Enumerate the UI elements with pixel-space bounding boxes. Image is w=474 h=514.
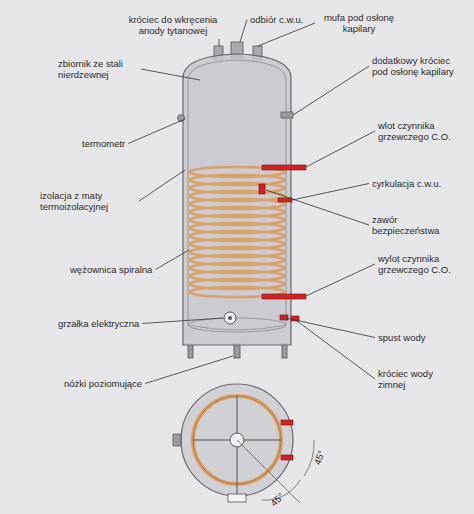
tank-bottom [188,318,286,332]
leveling-feet [188,344,287,358]
capillary-port [281,112,293,118]
leader-line [258,23,315,46]
part-label: nóżki poziomujące [64,378,142,389]
angle-dimension: 45° [312,449,327,466]
part-label: króciec do wkręcenia anody tytanowej [118,14,228,36]
part-label: dodatkowy króciec pod osłonę kapilary [372,55,468,77]
part-label: odbiór c.w.u. [250,14,303,25]
part-label: zbiornik ze stali nierdzewnej [58,58,138,80]
leader-line [155,250,189,270]
part-label: izolacja z maty termoizolacyjnej [40,190,136,212]
part-label: wężownica spiralna [70,264,152,275]
leader-line [240,20,247,43]
leader-line [145,356,233,384]
spiral-coil [189,167,285,297]
part-label: mufa pod osłonę kapilary [318,12,400,34]
electric-heater [224,312,236,324]
part-label: grzałka elektryczna [58,318,139,329]
part-label: cyrkulacja c.w.u. [372,178,441,189]
leader-line [293,66,369,115]
leader-line [297,321,375,379]
leader-line [142,318,223,324]
leader-line [292,184,369,201]
inner-tank [188,60,286,330]
leader-line [139,170,185,201]
leader-line [306,264,375,296]
angle-dimension: 45° [268,491,286,509]
leader-line [141,69,200,80]
part-label: spust wody [378,332,426,343]
tank-body [183,54,291,345]
leader-line [286,318,375,338]
leader-line [128,119,185,144]
pipes [259,165,306,321]
leader-line [266,190,369,225]
part-label: króciec wody zimnej [378,368,458,390]
part-label: wlot czynnika grzewczego C.O. [378,120,468,142]
part-label: zawór bezpieczeństwa [372,214,452,236]
leader-line [306,131,375,167]
part-label: wylot czynnika grzewczego C.O. [378,253,468,275]
leader-line [219,39,220,46]
part-label: termometr [82,138,125,149]
top-view [173,384,314,503]
